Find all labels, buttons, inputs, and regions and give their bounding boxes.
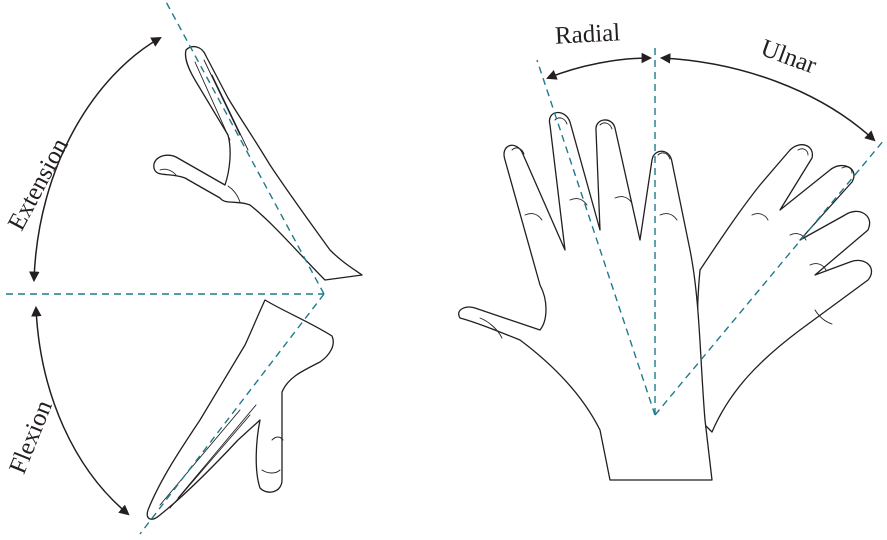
- radial-label: Radial: [554, 19, 621, 49]
- flexion-extension-panel: Extension Flexion: [3, 0, 362, 534]
- ulnar-label: Ulnar: [757, 35, 820, 80]
- radial-arc-arrow: [548, 58, 650, 78]
- radial-ulnar-panel: Radial Ulnar: [459, 19, 884, 480]
- radial-nails: [512, 118, 670, 159]
- ulnar-deviated-hand: [697, 145, 871, 432]
- radial-hand-outline: [459, 113, 712, 480]
- radial-deviated-hand: [459, 113, 712, 480]
- ulnar-hand-outline: [697, 145, 871, 432]
- flexed-hand: [147, 300, 333, 519]
- extended-hand-outline: [154, 47, 362, 280]
- flexion-label: Flexion: [4, 396, 58, 477]
- extended-hand: [154, 47, 362, 280]
- extension-label: Extension: [3, 134, 74, 235]
- ulnar-arc-arrow: [662, 58, 874, 140]
